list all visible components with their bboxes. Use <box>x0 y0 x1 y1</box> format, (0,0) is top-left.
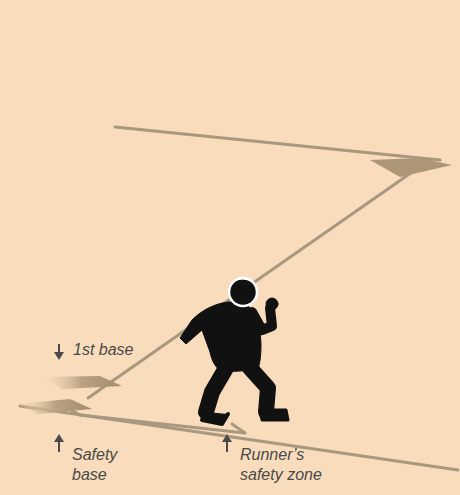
field-label: Safety base <box>72 445 142 485</box>
field-label: Runner’s safety zone <box>240 445 350 485</box>
field-lines <box>20 127 458 470</box>
field-label: 1st base <box>73 340 193 360</box>
safety-base <box>18 399 92 414</box>
second-base <box>370 158 452 177</box>
first-base <box>42 376 122 389</box>
label-arrows <box>54 344 232 452</box>
runner-silhouette <box>180 278 288 424</box>
